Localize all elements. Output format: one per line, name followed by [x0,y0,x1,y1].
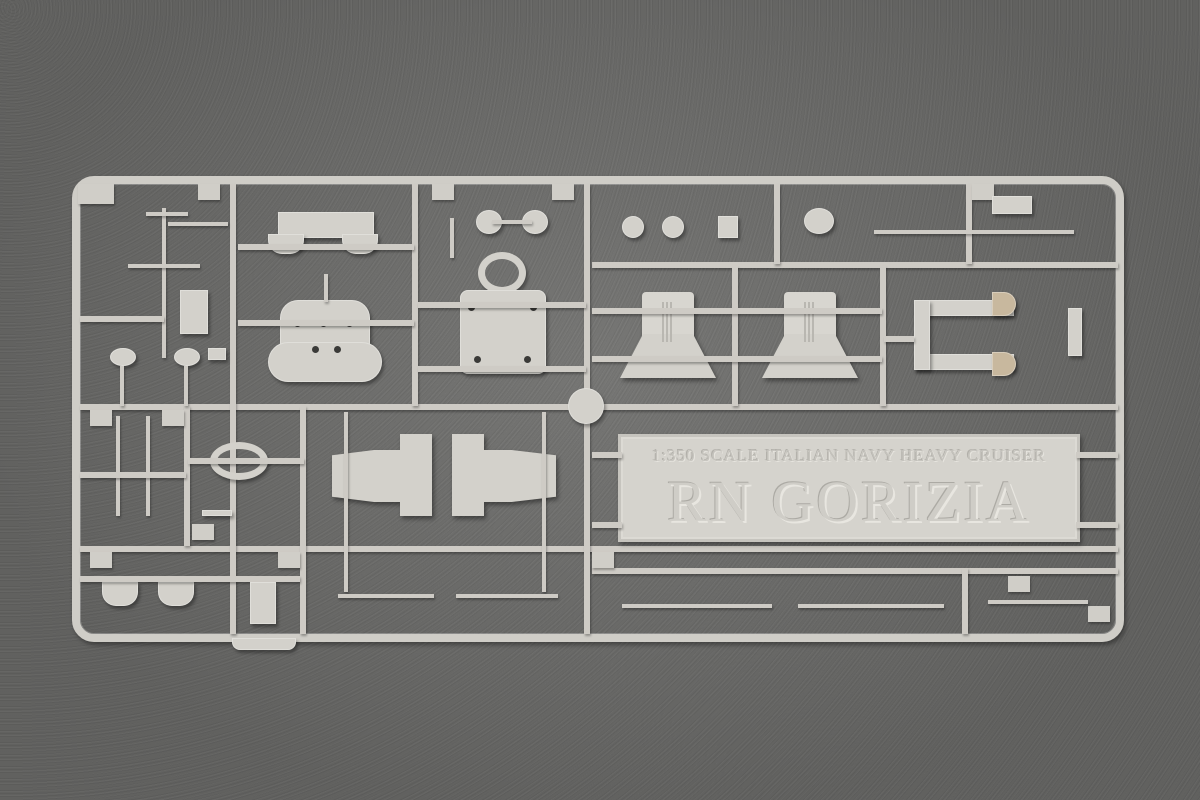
platform-part [278,212,374,238]
runner [1076,452,1118,458]
runner [874,230,1074,234]
nameplate-title: RN GORIZIA [667,469,1031,534]
sprue-gate-disc [568,388,604,424]
small-part [1068,308,1082,356]
gate-tab [198,184,220,200]
runner [418,366,586,372]
bracket-part [718,216,738,238]
runner-v9 [184,406,190,546]
runner-v5 [966,184,972,264]
c-frame-part [992,352,1016,376]
runner [168,222,228,226]
rod [450,218,454,258]
lamp-stem [184,366,188,406]
sprue: 1:350 SCALE ITALIAN NAVY HEAVY CRUISER R… [72,176,1130,650]
yard-arm [146,212,188,216]
rod-part [456,594,558,598]
runner [80,316,164,322]
box-part [992,196,1032,214]
runner-v6 [732,266,738,406]
gate-tab [1008,576,1030,592]
mast [162,208,166,358]
runner [238,244,414,250]
rod-part [622,604,772,608]
runner-lower [80,546,1118,552]
turret-base-part [268,342,382,382]
runner-v2 [412,184,418,406]
runner [188,458,304,464]
gate-tab [592,552,614,568]
small-gun-part [202,510,232,516]
gate-tab [90,410,112,426]
lamp-part [174,348,200,366]
c-frame-part [914,354,1014,370]
gate-tab [1088,606,1110,622]
disc-part [804,208,834,234]
c-frame-part [914,300,930,370]
runner [418,302,586,308]
runner [884,336,914,342]
rod-part [798,604,944,608]
gate-tab [432,184,454,200]
runner [542,412,546,592]
nameplate: 1:350 SCALE ITALIAN NAVY HEAVY CRUISER R… [618,434,1080,542]
lamp-stem [120,366,124,406]
runner-right-top [592,262,1118,268]
runner [1076,522,1118,528]
rod-part [338,594,434,598]
small-part [208,348,226,360]
sprue-frame [72,176,1124,642]
hole [334,346,341,353]
turret-pin [324,274,328,302]
lamp-part [110,348,136,366]
runner-v10 [962,568,968,634]
c-frame-part [992,292,1016,316]
rod-part [988,600,1088,604]
runner [80,576,300,582]
runner-v8 [300,406,306,634]
gate-tab [972,184,994,200]
bracket-part [102,582,138,606]
box-part [250,582,276,624]
runner [592,356,882,362]
hole [312,346,319,353]
funnel-part-left [620,292,716,378]
runner [592,308,882,314]
sprue-tag [232,638,296,650]
runner [238,320,414,326]
ring-part [478,252,526,294]
cup-part [622,216,644,238]
gate-tab [278,552,300,568]
c-frame-part [914,300,1014,316]
hole [524,356,531,363]
runner-v4 [774,184,780,264]
runner [592,452,622,458]
rod-part [116,416,120,516]
nameplate-subtitle: 1:350 SCALE ITALIAN NAVY HEAVY CRUISER [651,446,1047,465]
gate-tab [90,552,112,568]
gate-tab [192,524,214,540]
housing-part-left [332,434,436,516]
gate-tab [78,184,114,204]
yard-arm [128,264,200,268]
bracket-part [180,290,208,334]
runner [592,522,622,528]
gate-tab [162,410,184,426]
runner [492,220,532,224]
runner-right-bottom [592,568,1118,574]
rod-part [146,416,150,516]
funnel-part-right [762,292,858,378]
runner-v7 [880,266,886,406]
bracket-part [158,582,194,606]
housing-part-right [452,434,556,516]
runner [80,472,186,478]
runner [344,412,348,592]
cup-part [662,216,684,238]
hole [474,356,481,363]
gate-tab [552,184,574,200]
runner-v1 [230,184,236,634]
